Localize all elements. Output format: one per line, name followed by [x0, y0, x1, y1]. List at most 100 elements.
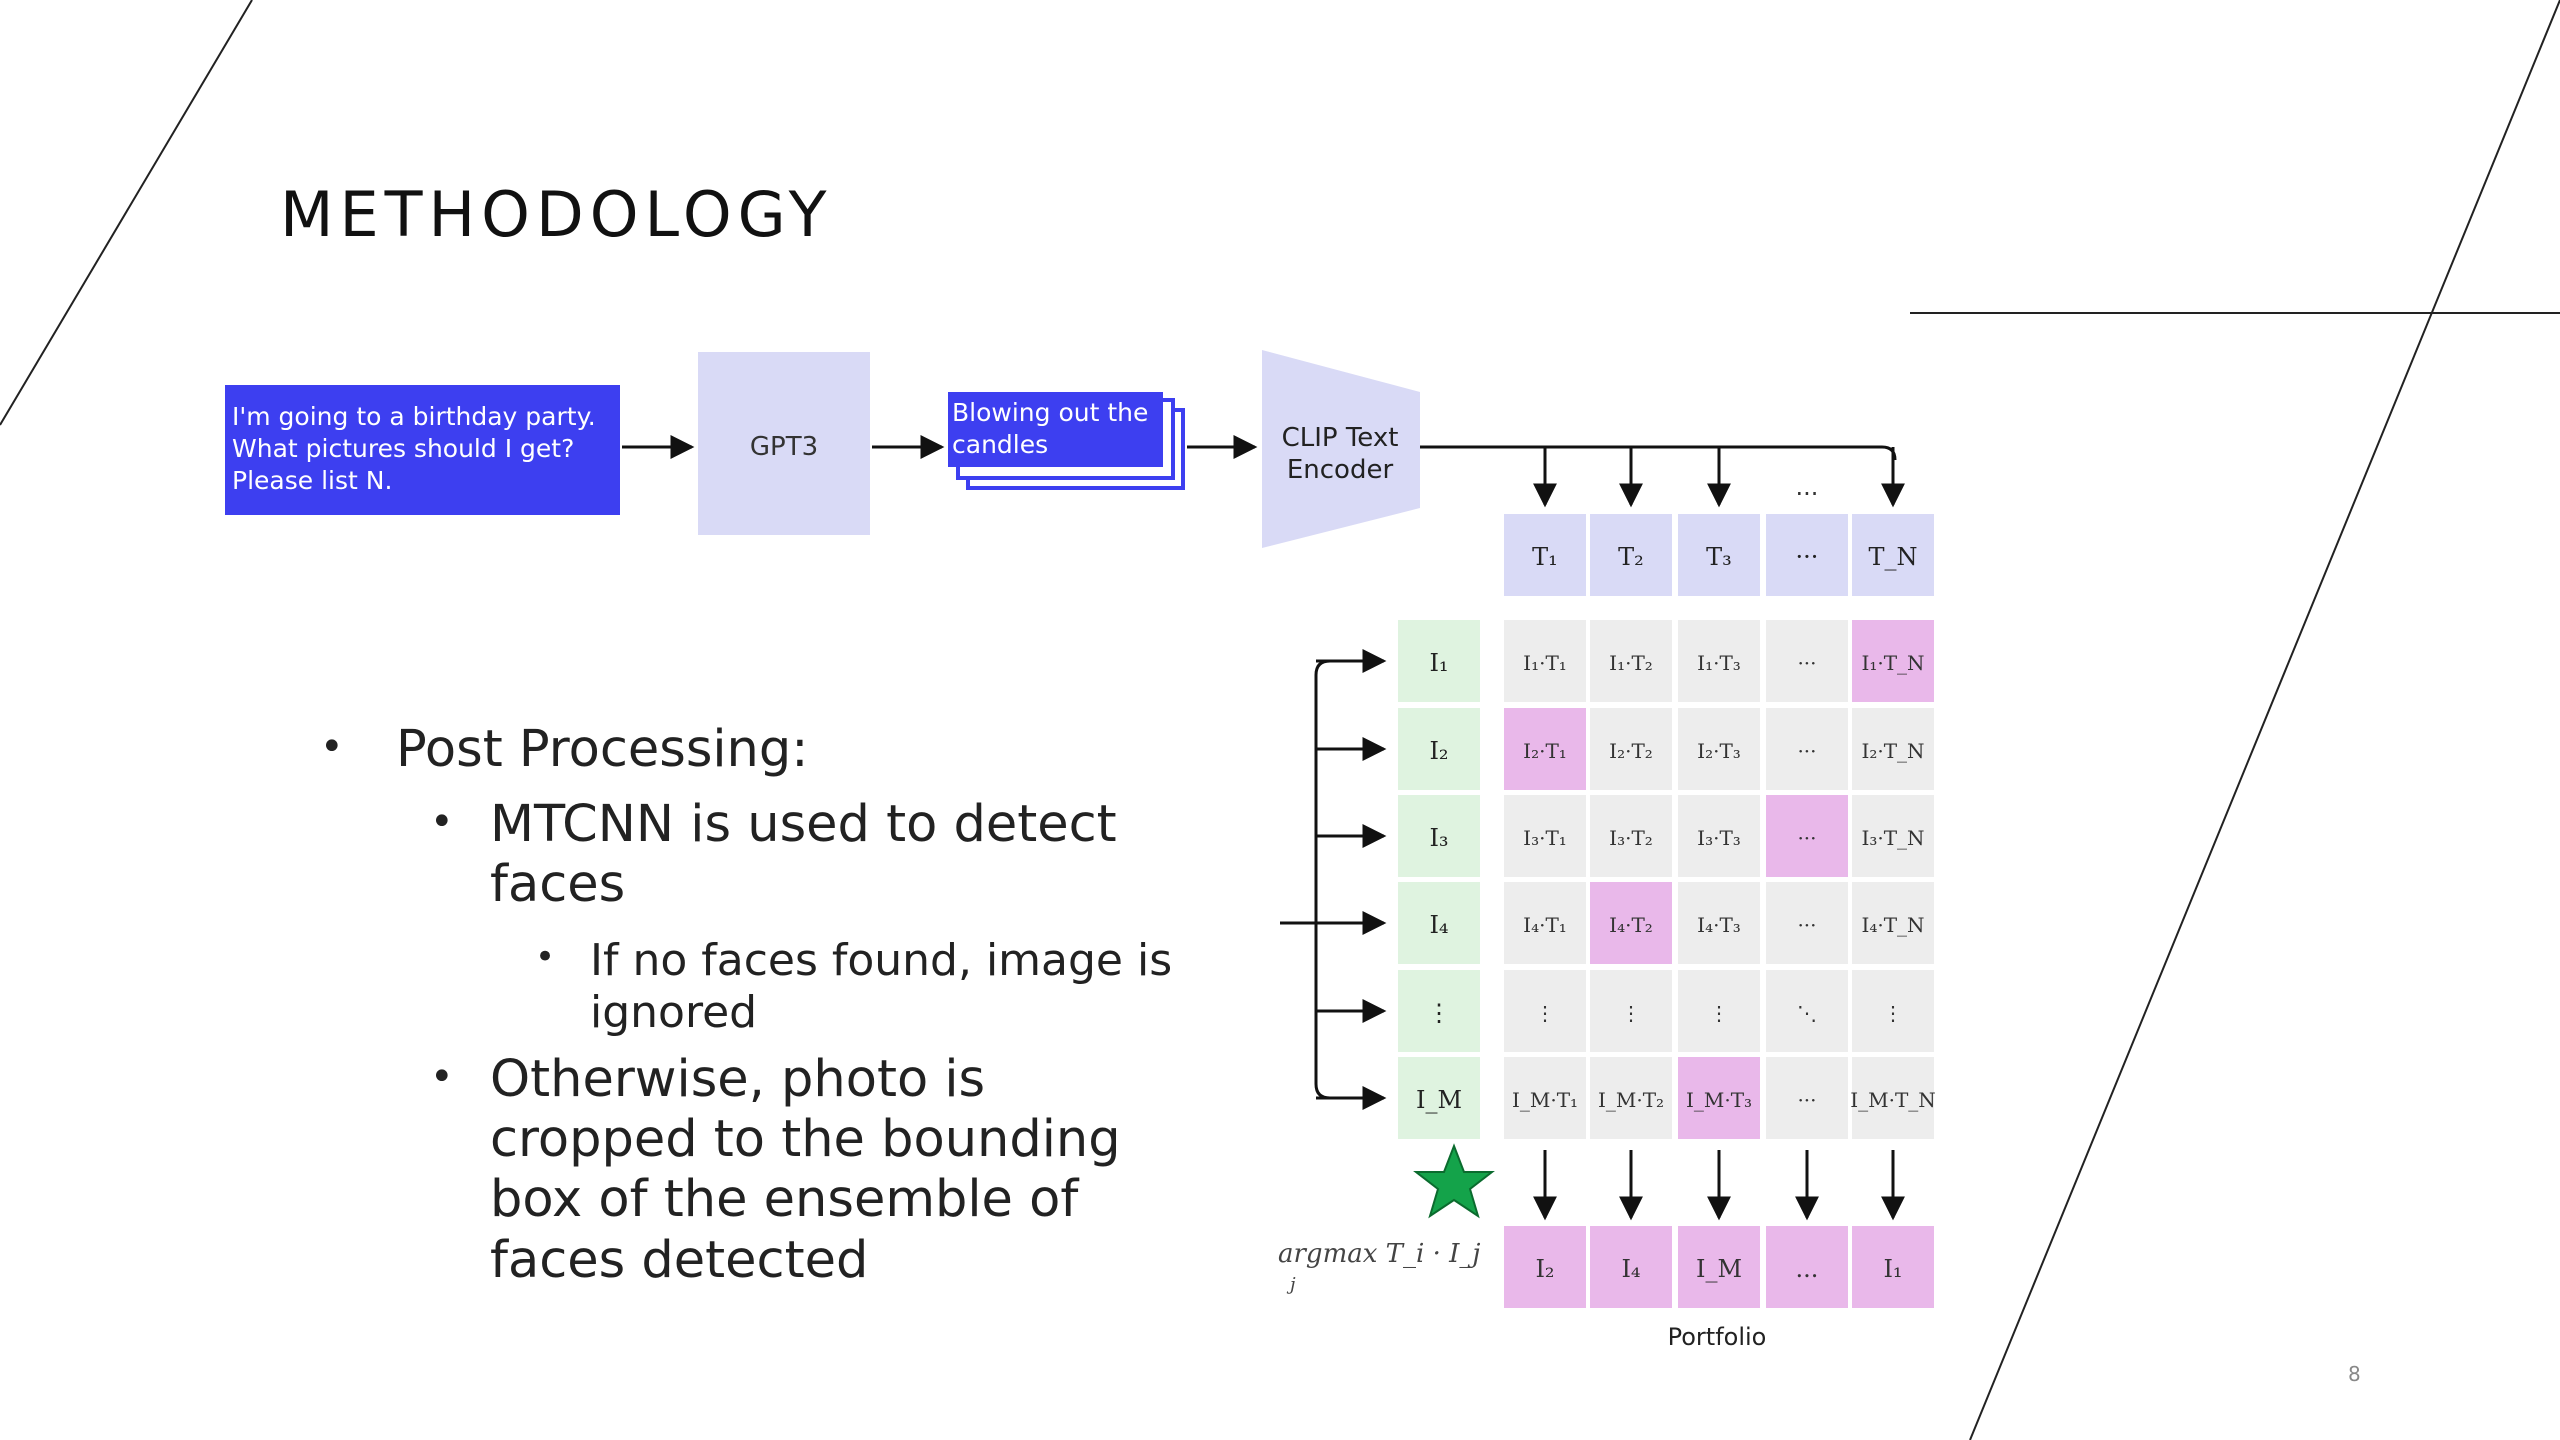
matrix-cell-selected — [1504, 708, 1586, 790]
matrix-cell — [1766, 620, 1848, 702]
text-embedding-label: T₁ — [1532, 543, 1558, 571]
prompt-text-line: I'm going to a birthday party. — [232, 402, 596, 431]
image-embedding-cell — [1398, 1057, 1480, 1139]
prompt-text-line: What pictures should I get? — [232, 434, 574, 463]
matrix-cell-label: I₂·T_N — [1861, 739, 1924, 763]
image-input-arrows — [1280, 649, 1387, 1110]
caption-text-line: candles — [952, 430, 1048, 459]
bracket-line — [1314, 659, 1378, 1100]
matrix-cell-selected — [1678, 1057, 1760, 1139]
matrix-cell-label: I_M·T₂ — [1598, 1088, 1664, 1112]
matrix-cell — [1852, 882, 1934, 964]
matrix-cell-label: I₂·T₃ — [1697, 739, 1741, 763]
gpt3-box — [698, 352, 870, 535]
matrix-cell-label: ⋮ — [1621, 1001, 1641, 1025]
matrix-cell-label: I₁·T₂ — [1609, 651, 1653, 675]
matrix-cell — [1766, 882, 1848, 964]
matrix-cell-label: ··· — [1797, 651, 1816, 675]
page-number: 8 — [2348, 1362, 2361, 1386]
decor-line-left — [0, 0, 253, 426]
text-embedding-label: ··· — [1796, 543, 1819, 571]
matrix-cell-label: I_M·T₁ — [1512, 1088, 1578, 1112]
star-icon — [1413, 1143, 1495, 1219]
image-embedding-label: ⋮ — [1427, 999, 1451, 1027]
portfolio-cell — [1766, 1226, 1848, 1308]
matrix-cell — [1504, 620, 1586, 702]
matrix-cell — [1590, 970, 1672, 1052]
matrix-cell-label: I₂·T₁ — [1523, 739, 1567, 763]
image-embedding-label: I₂ — [1429, 737, 1448, 765]
matrix-cell-label: ··· — [1797, 1088, 1816, 1112]
matrix-cell — [1678, 795, 1760, 877]
bullet-no-faces: • If no faces found, image is ignored — [535, 935, 1173, 1039]
bullet-mtcnn: • MTCNN is used to detect faces — [430, 795, 1117, 915]
text-embedding-cell — [1590, 514, 1672, 596]
matrix-cell-label: ⋮ — [1883, 1001, 1903, 1025]
encoder-bus-line — [1420, 445, 1897, 461]
encoder-label-line: CLIP Text — [1282, 423, 1399, 453]
matrix-cell — [1678, 708, 1760, 790]
matrix-cell-label: I₁·T_N — [1861, 651, 1924, 675]
bullet-text: Post Processing: — [396, 720, 809, 779]
decor-line-right — [1969, 0, 2560, 1440]
gpt3-label: GPT3 — [750, 432, 818, 462]
portfolio-cell — [1852, 1226, 1934, 1308]
bullet-dot: • — [535, 937, 556, 977]
caption-card-front — [948, 392, 1163, 467]
image-embedding-column: I₁ I₂ I₃ I₄ ⋮ I_M — [1398, 620, 1480, 1139]
bullet-text: Otherwise, photo is cropped to the bound… — [490, 1050, 1121, 1290]
caption-text-line: Blowing out the — [952, 398, 1148, 427]
matrix-cell-label: I₁·T₁ — [1523, 651, 1567, 675]
matrix-cell — [1766, 970, 1848, 1052]
matrix-cell-selected — [1590, 882, 1672, 964]
bullet-dot: • — [430, 1054, 454, 1100]
matrix-cell — [1852, 970, 1934, 1052]
prompt-text: I'm going to a birthday party. What pictu… — [232, 402, 596, 495]
portfolio-cell — [1678, 1226, 1760, 1308]
image-embedding-cell — [1398, 795, 1480, 877]
image-embedding-label: I₃ — [1429, 824, 1448, 852]
matrix-cell-selected — [1852, 620, 1934, 702]
matrix-cell-label: I₃·T_N — [1861, 826, 1924, 850]
matrix-cell-label: ⋱ — [1797, 1001, 1817, 1025]
matrix-cell — [1504, 970, 1586, 1052]
matrix-cell-label: I₄·T_N — [1861, 913, 1924, 937]
bullet-post-processing: • Post Processing: — [320, 720, 809, 780]
encoder-label-line: Encoder — [1287, 455, 1394, 485]
image-embedding-label: I_M — [1416, 1086, 1462, 1114]
matrix-cell-label: ··· — [1797, 913, 1816, 937]
prompt-box — [225, 385, 620, 515]
clip-text-encoder — [1262, 350, 1420, 548]
image-embedding-cell — [1398, 708, 1480, 790]
slide-title: METHODOLOGY — [280, 178, 833, 251]
prompt-text-line: Please list N. — [232, 466, 392, 495]
portfolio-label: Portfolio — [1668, 1323, 1767, 1351]
matrix-cell — [1678, 620, 1760, 702]
image-embedding-cell — [1398, 970, 1480, 1052]
portfolio-cell-label: I₂ — [1535, 1255, 1554, 1283]
image-embedding-label: I₁ — [1429, 649, 1448, 677]
matrix-cell-label: I₃·T₃ — [1697, 826, 1741, 850]
matrix-cell — [1766, 708, 1848, 790]
image-embedding-label: I₄ — [1429, 911, 1448, 939]
matrix-cell-label: I₂·T₂ — [1609, 739, 1653, 763]
matrix-cell-label: ··· — [1797, 826, 1816, 850]
caption-text: Blowing out the candles — [952, 398, 1148, 459]
caption-stack: Blowing out the candles — [948, 392, 1185, 490]
bullet-otherwise: • Otherwise, photo is cropped to the bou… — [430, 1050, 1121, 1291]
bullet-text: If no faces found, image is ignored — [590, 935, 1173, 1038]
matrix-cell-label: I₄·T₃ — [1697, 913, 1741, 937]
matrix-cell-label: I₄·T₁ — [1523, 913, 1567, 937]
portfolio-cell-label: I₄ — [1621, 1255, 1640, 1283]
matrix-cell — [1590, 1057, 1672, 1139]
matrix-cell-label: ··· — [1797, 739, 1816, 763]
matrix-cell — [1504, 882, 1586, 964]
matrix-cell-label: I_M·T₃ — [1686, 1088, 1752, 1112]
matrix-cell — [1678, 970, 1760, 1052]
